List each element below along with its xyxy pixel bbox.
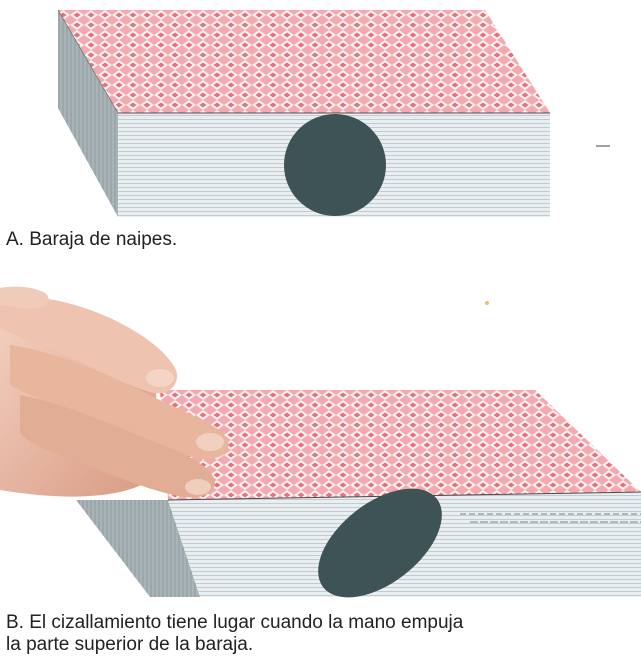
deck-left-side-sheared (76, 500, 200, 597)
caption-panel-b-line-2: la parte superior de la baraja. (6, 634, 254, 655)
deck-undeformed (57, 9, 610, 217)
ellipse-marker (318, 488, 442, 598)
deck-left-side (58, 10, 118, 217)
hand-illustration (0, 286, 229, 498)
hand-finger-middle (10, 345, 229, 460)
circle-marker (284, 114, 386, 216)
caption-panel-b-line-1: B. El cizallamiento tiene lugar cuando l… (6, 612, 464, 633)
deck-top-face (58, 10, 550, 113)
caption-panel-a: A. Baraja de naipes. (6, 229, 178, 250)
hand-finger-index (0, 295, 178, 394)
deck-top-face-sheared (160, 390, 641, 500)
hand-thumb (0, 286, 49, 309)
deck-sheared (76, 390, 641, 598)
hand-finger-ring (20, 395, 215, 498)
